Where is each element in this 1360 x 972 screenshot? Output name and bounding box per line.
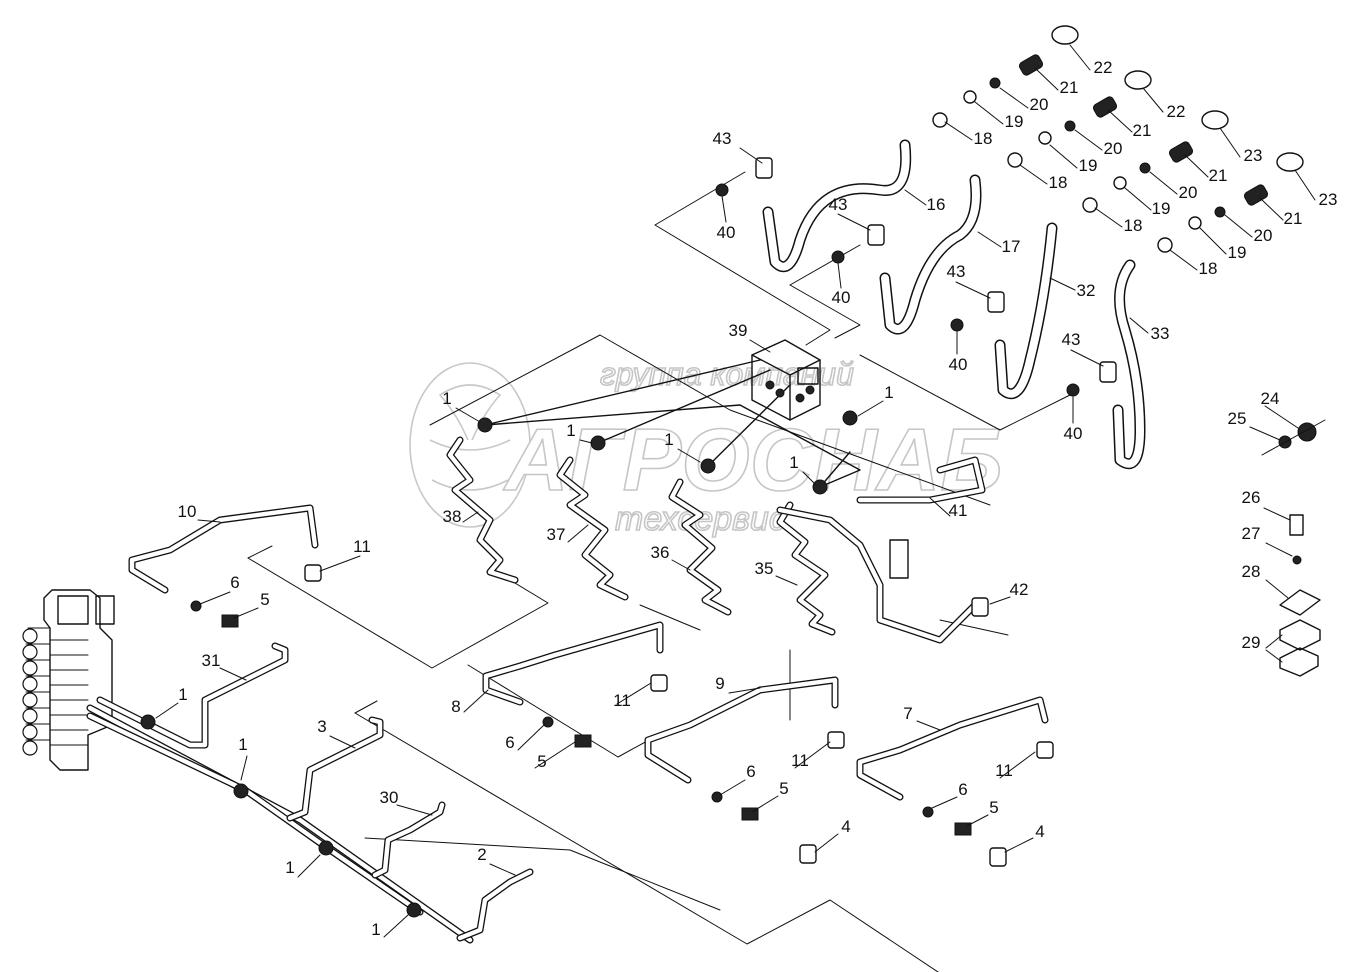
callout-c43b: 43 [829,195,848,214]
watermark-line3: техсервис [615,500,786,538]
callout-c17: 17 [1002,237,1021,256]
callout-c1c: 1 [664,430,673,449]
callout-c31: 31 [202,651,221,670]
assembly-outline-lines [247,171,1071,972]
callout-c5a: 5 [260,590,269,609]
callout-c20b: 20 [1104,139,1123,158]
elbow-fitting [755,157,773,179]
callout-c1g: 1 [238,735,247,754]
callout-c19b: 19 [1079,156,1098,175]
hoses [762,139,1146,470]
callout-c19a: 19 [1005,112,1024,131]
callout-c40b: 40 [832,288,851,307]
callout-c19c: 19 [1152,199,1171,218]
callout-c23a: 23 [1244,146,1263,165]
callout-c32: 32 [1077,281,1096,300]
pipes [86,359,1049,944]
callout-c20d: 20 [1254,226,1273,245]
callout-numbers: 2221201918222120191823212019182321201918… [178,58,1338,939]
callout-c11d: 11 [995,761,1013,780]
callout-c5d: 5 [989,798,998,817]
callout-c1e: 1 [884,383,893,402]
callout-c5c: 5 [779,779,788,798]
callout-c9: 9 [715,674,724,693]
callout-c18a: 18 [974,129,993,148]
callout-c35: 35 [755,559,774,578]
callout-c28: 28 [1242,562,1261,581]
control-valve [22,589,115,771]
callout-c18d: 18 [1199,259,1218,278]
callout-c37: 37 [547,525,566,544]
callout-c1a: 1 [442,389,451,408]
callout-c11c: 11 [791,751,809,770]
callout-c39: 39 [729,321,748,340]
callout-c41: 41 [949,501,968,520]
callout-c43d: 43 [1062,330,1081,349]
callout-c1b: 1 [566,421,575,440]
callout-c20c: 20 [1179,183,1198,202]
callout-c1i: 1 [371,920,380,939]
callout-c38: 38 [443,507,462,526]
callout-c27: 27 [1242,524,1261,543]
callout-c8: 8 [451,697,460,716]
callout-c43a: 43 [713,129,732,148]
callout-c18b: 18 [1049,173,1068,192]
callout-c18c: 18 [1124,216,1143,235]
callout-c3: 3 [317,717,326,736]
callout-c36: 36 [651,543,670,562]
fittings [140,25,1326,918]
callout-c11b: 11 [613,691,631,710]
callout-c22a: 22 [1094,58,1113,77]
elbow-fitting [987,291,1005,313]
callout-c4b: 4 [1035,822,1044,841]
callout-c1h: 1 [285,858,294,877]
callout-c25: 25 [1228,409,1247,428]
callout-c33: 33 [1151,324,1170,343]
callout-c21d: 21 [1284,209,1303,228]
callout-c21b: 21 [1133,121,1152,140]
leader-lines [155,44,1316,938]
callout-c20a: 20 [1030,95,1049,114]
callout-c26: 26 [1242,488,1261,507]
callout-c16: 16 [927,195,946,214]
callout-c19d: 19 [1228,243,1247,262]
callout-c23b: 23 [1319,190,1338,209]
elbow-fitting [1099,361,1117,383]
callout-c11a: 11 [353,537,371,556]
callout-c6a: 6 [230,573,239,592]
watermark-logo-emblem [409,362,531,528]
callout-c24: 24 [1261,389,1280,408]
callout-c6d: 6 [958,780,967,799]
callout-c40a: 40 [717,223,736,242]
callout-c29: 29 [1242,633,1261,652]
callout-c40d: 40 [1064,424,1083,443]
callout-c22b: 22 [1167,102,1186,121]
callout-c7: 7 [903,704,912,723]
callout-c21c: 21 [1209,166,1228,185]
callout-c6c: 6 [746,762,755,781]
callout-c1f: 1 [178,685,187,704]
callout-c6b: 6 [505,733,514,752]
callout-c21a: 21 [1060,78,1079,97]
callout-c5b: 5 [537,752,546,771]
callout-c4a: 4 [841,817,850,836]
callout-c40c: 40 [949,355,968,374]
elbow-fitting [867,224,885,246]
watermark-line2: АГРОСНАБ [503,410,1003,509]
distribution-block [751,339,821,421]
callout-c1d: 1 [789,453,798,472]
callout-c30: 30 [380,788,399,807]
callout-c42: 42 [1010,580,1029,599]
callout-c10: 10 [178,502,197,521]
callout-c2: 2 [477,845,486,864]
callout-c43c: 43 [947,262,966,281]
